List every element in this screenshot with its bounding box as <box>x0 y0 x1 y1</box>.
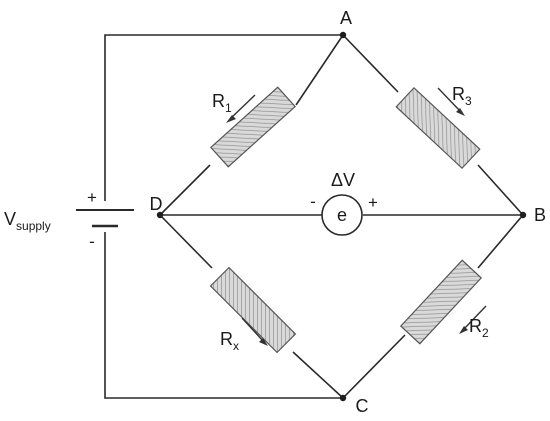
meter-symbol: e <box>337 205 347 225</box>
node-a-dot <box>339 31 347 39</box>
meter-plus-sign: + <box>368 193 378 212</box>
node-d-label: D <box>150 194 163 214</box>
resistor-r1 <box>210 86 296 168</box>
r3-letter: R <box>452 84 465 104</box>
r1-current-arrow-icon <box>226 94 256 123</box>
r2-label: R2 <box>469 316 489 340</box>
rx-subscript: x <box>233 339 239 353</box>
node-c-label: C <box>356 396 369 416</box>
meter-minus-sign: - <box>310 192 316 211</box>
supply-top-wire <box>104 34 343 201</box>
meter-label: ΔV <box>331 170 355 190</box>
r2-subscript: 2 <box>482 326 489 340</box>
r3-subscript: 3 <box>465 94 472 108</box>
resistor-r3 <box>395 86 481 170</box>
meter-circle <box>321 194 363 236</box>
arm-b-c-wire <box>342 214 524 399</box>
arm-d-c-wire <box>159 214 344 399</box>
r3-current-arrow-icon <box>437 87 465 116</box>
arm-d-a-wire <box>159 34 344 216</box>
node-b-label: B <box>534 205 546 225</box>
node-d-dot <box>156 211 164 219</box>
r1-letter: R <box>212 91 225 111</box>
arm-a-b-wire <box>342 34 524 216</box>
r1-label: R1 <box>212 91 232 115</box>
rx-label: Rx <box>220 329 239 353</box>
supply-minus-sign: - <box>89 232 95 251</box>
supply-letter: V <box>4 209 16 229</box>
node-c-dot <box>339 394 347 402</box>
node-a-label: A <box>340 8 352 28</box>
supply-label: Vsupply <box>4 209 51 233</box>
r2-current-arrow-icon <box>459 305 487 334</box>
r3-label: R3 <box>452 84 472 108</box>
resistor-r2 <box>399 259 483 345</box>
r2-letter: R <box>469 316 482 336</box>
rx-current-arrow-icon <box>241 317 268 346</box>
supply-bottom-wire <box>104 232 343 399</box>
supply-subscript: supply <box>16 219 51 233</box>
r1-subscript: 1 <box>225 101 232 115</box>
node-b-dot <box>519 211 527 219</box>
supply-plus-sign: + <box>87 188 97 207</box>
rx-letter: R <box>220 329 233 349</box>
